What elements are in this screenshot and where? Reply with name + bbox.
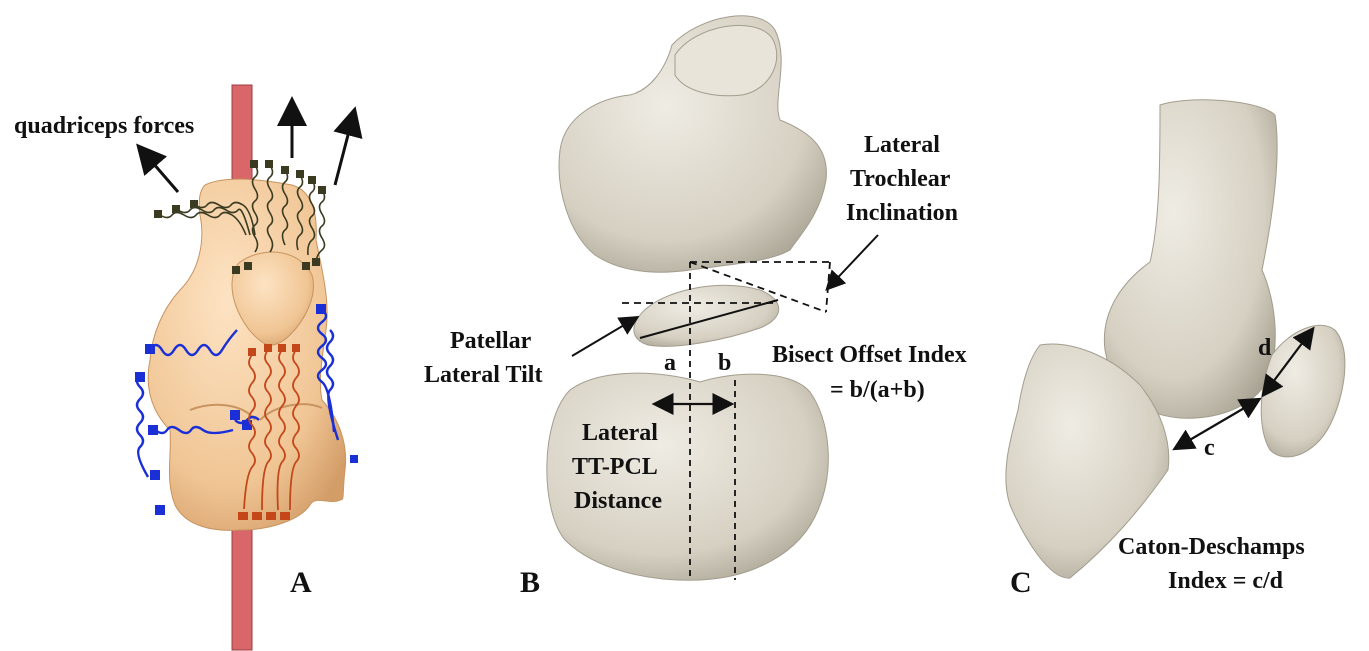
tilt-pointer-arrow	[572, 318, 636, 356]
quadriceps-forces-label: quadriceps forces	[14, 113, 194, 139]
ttpcl-label-line1: Lateral	[582, 420, 658, 446]
trochlear-label-line2: Trochlear	[850, 166, 951, 192]
segment-c-label: c	[1204, 435, 1215, 461]
tilt-label-line1: Patellar	[450, 328, 532, 354]
femur-lateral	[1104, 100, 1277, 418]
force-arrow-left	[140, 148, 178, 192]
panel-c-letter: C	[1010, 566, 1032, 599]
bisect-label-line2: = b/(a+b)	[830, 377, 925, 403]
ttpcl-label-line3: Distance	[574, 488, 662, 514]
trochlear-label-line3: Inclination	[846, 200, 958, 226]
ttpcl-label-line2: TT-PCL	[572, 454, 658, 480]
segment-a-label: a	[664, 350, 676, 376]
segment-b-label: b	[718, 350, 731, 376]
bisect-label-line1: Bisect Offset Index	[772, 342, 967, 368]
trochlear-pointer-arrow	[828, 235, 878, 288]
caton-label-line1: Caton-Deschamps	[1118, 534, 1305, 560]
panel-a-letter: A	[290, 566, 312, 599]
panel-c: c d Caton-Deschamps Index = c/d C	[1006, 100, 1345, 599]
panel-a: quadriceps forces A	[14, 85, 358, 650]
tilt-label-line2: Lateral Tilt	[424, 362, 542, 388]
caton-label-line2: Index = c/d	[1168, 568, 1284, 594]
trochlear-label-line1: Lateral	[864, 132, 940, 158]
panel-b: Lateral Trochlear Inclination Patellar L…	[424, 16, 967, 599]
panel-b-letter: B	[520, 566, 540, 599]
segment-d-label: d	[1258, 335, 1272, 361]
patella-axial	[634, 285, 779, 346]
force-arrow-right	[335, 112, 354, 185]
